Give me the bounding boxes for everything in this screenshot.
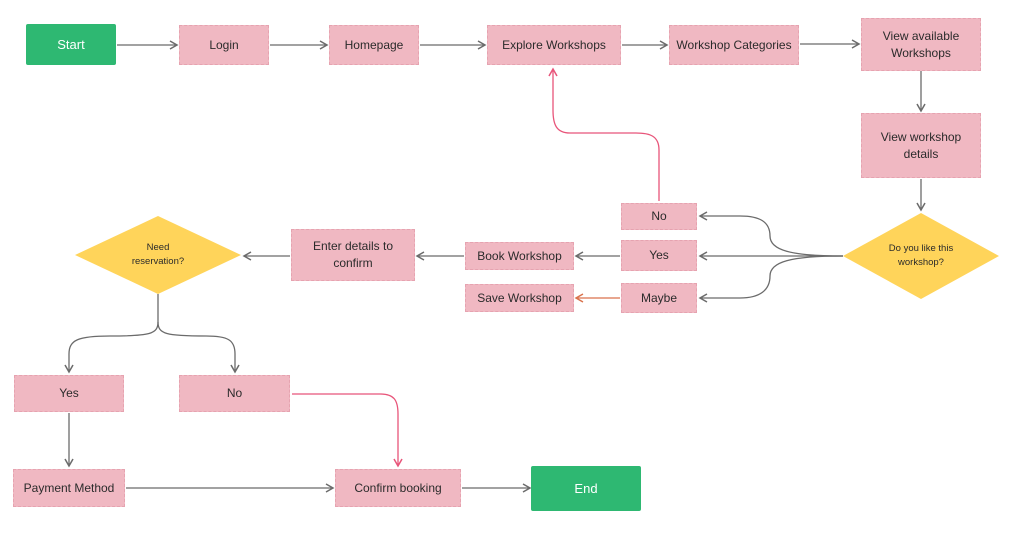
like-maybe-node: Maybe [621, 283, 697, 313]
like-yes-label: Yes [649, 248, 669, 262]
like-yes-node: Yes [621, 240, 697, 271]
view-available-workshops-label: View available Workshops [882, 28, 960, 60]
homepage-label: Homepage [344, 37, 404, 52]
login-label: Login [209, 37, 239, 52]
view-available-workshops-node: View available Workshops [861, 18, 981, 71]
reservation-no-node: No [179, 375, 290, 412]
reservation-diamond-shape [75, 216, 241, 294]
workshop-categories-label: Workshop Categories [676, 37, 792, 52]
save-workshop-node: Save Workshop [465, 284, 574, 312]
homepage-node: Homepage [329, 25, 419, 65]
edge-reservation-no-confirm [292, 393, 403, 468]
view-workshop-details-node: View workshop details [861, 113, 981, 178]
enter-details-label: Enter details to confirm [312, 239, 394, 270]
like-workshop-decision: Do you like this workshop? [842, 212, 1000, 300]
like-no-label: No [651, 209, 667, 223]
workshop-categories-node: Workshop Categories [669, 25, 799, 65]
like-workshop-diamond-shape [843, 213, 999, 299]
explore-workshops-label: Explore Workshops [502, 37, 606, 52]
reservation-decision: Need reservation? [74, 215, 242, 295]
enter-details-node: Enter details to confirm [291, 229, 415, 281]
like-maybe-label: Maybe [640, 290, 678, 305]
confirm-booking-label: Confirm booking [354, 480, 442, 495]
end-label: End [574, 481, 598, 496]
start-node: Start [26, 24, 116, 65]
book-workshop-node: Book Workshop [465, 242, 574, 270]
edge-question-maybe [698, 255, 844, 303]
reservation-no-label: No [226, 386, 243, 400]
view-workshop-details-label: View workshop details [880, 129, 962, 161]
confirm-booking-node: Confirm booking [335, 469, 461, 507]
edge-question-no [698, 211, 844, 257]
reservation-question-label: Need reservation? [131, 242, 185, 267]
like-no-node: No [621, 203, 697, 230]
edge-reservation-no [157, 321, 240, 374]
save-workshop-label: Save Workshop [477, 290, 562, 305]
edge-reservation-yes [64, 294, 159, 374]
edge-no-explore [548, 67, 660, 201]
start-label: Start [57, 37, 85, 52]
payment-method-node: Payment Method [13, 469, 125, 507]
end-node: End [531, 466, 641, 511]
reservation-yes-label: Yes [59, 386, 79, 400]
explore-workshops-node: Explore Workshops [487, 25, 621, 65]
book-workshop-label: Book Workshop [477, 248, 562, 263]
like-workshop-question-label: Do you like this workshop? [888, 243, 954, 268]
login-node: Login [179, 25, 269, 65]
reservation-yes-node: Yes [14, 375, 124, 412]
payment-method-label: Payment Method [23, 480, 115, 495]
